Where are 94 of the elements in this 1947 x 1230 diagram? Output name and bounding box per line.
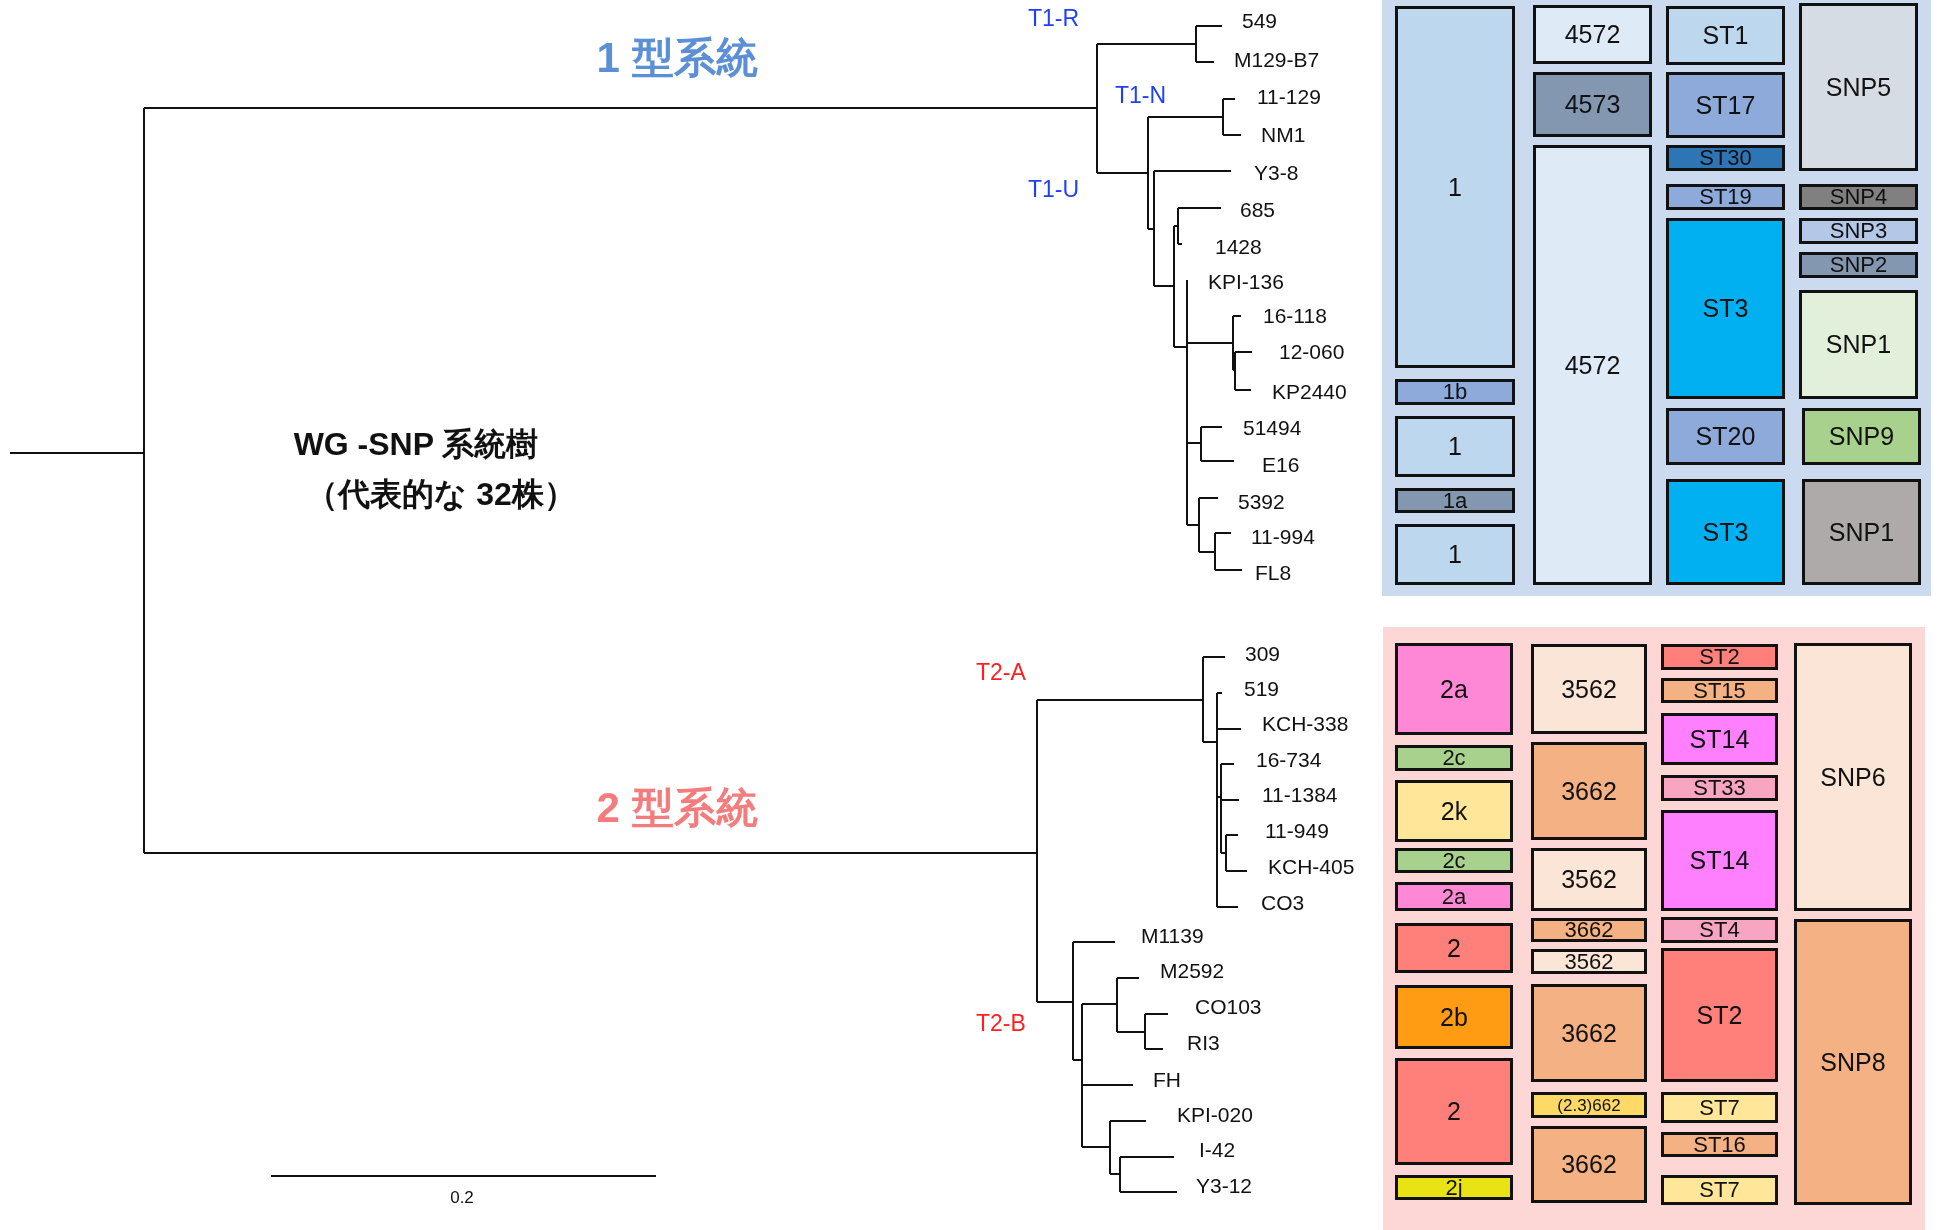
strain-label: RI3: [1187, 1031, 1220, 1055]
strain-label: KPI-020: [1177, 1103, 1253, 1127]
strain-label: M129-B7: [1234, 48, 1320, 72]
lineage-title: 1 型系統: [596, 34, 758, 82]
strain-label: M1139: [1141, 924, 1204, 948]
type-cell: ST15: [1661, 678, 1778, 703]
type-cell: 4572: [1533, 145, 1652, 585]
lineage-title: 2 型系統: [596, 784, 758, 832]
type-cell: 1: [1395, 524, 1515, 585]
clade-label: T2-B: [976, 1011, 1026, 1037]
strain-label: 549: [1242, 9, 1278, 33]
type-cell: ST33: [1661, 775, 1778, 801]
type-cell: 4573: [1533, 72, 1652, 137]
type-cell: ST30: [1666, 145, 1785, 171]
type-cell: SNP3: [1799, 218, 1918, 244]
type-cell: ST2: [1661, 948, 1778, 1082]
type-cell: 1a: [1395, 488, 1515, 513]
strain-label: 16-734: [1256, 748, 1322, 772]
strain-label: I-42: [1199, 1138, 1236, 1162]
strain-label: FL8: [1255, 561, 1292, 585]
type-cell: 3662: [1531, 984, 1647, 1082]
type-cell: ST7: [1661, 1092, 1778, 1123]
strain-label: KCH-338: [1262, 712, 1349, 736]
scale-label: 0.2: [450, 1188, 474, 1208]
type-cell: 3562: [1531, 949, 1647, 974]
strain-label: 309: [1245, 642, 1281, 666]
strain-label: 12-060: [1279, 340, 1345, 364]
strain-label: 11-994: [1251, 525, 1315, 549]
type-cell: ST4: [1661, 917, 1778, 943]
strain-label: 16-118: [1263, 304, 1327, 328]
type-cell: SNP1: [1802, 479, 1921, 585]
strain-label: 519: [1244, 677, 1280, 701]
type-cell: SNP1: [1799, 290, 1918, 399]
panel-background: [1382, 0, 1931, 596]
type-cell: (2.3)662: [1531, 1092, 1647, 1118]
strain-label: 1428: [1215, 235, 1262, 259]
type-cell: ST16: [1661, 1132, 1778, 1157]
type-cell: ST17: [1666, 72, 1785, 138]
type-cell: ST7: [1661, 1175, 1778, 1205]
type-cell: ST3: [1666, 479, 1785, 585]
strain-label: FH: [1153, 1068, 1181, 1092]
tree-title: WG -SNP 系統樹: [293, 427, 539, 463]
type-cell: 3662: [1531, 918, 1647, 942]
type-cell: SNP8: [1794, 919, 1912, 1205]
type-cell: 2: [1395, 1058, 1513, 1165]
clade-label: T1-N: [1115, 83, 1167, 109]
clade-label: T1-U: [1028, 177, 1080, 203]
strain-label: 11-949: [1265, 819, 1329, 843]
type-cell: 2c: [1395, 745, 1513, 771]
type-cell: 2c: [1395, 848, 1513, 873]
type-cell: ST14: [1661, 713, 1778, 765]
strain-label: E16: [1262, 453, 1300, 477]
type-cell: 2: [1395, 923, 1513, 973]
strain-label: M2592: [1160, 959, 1225, 983]
type-cell: 1: [1395, 6, 1515, 368]
type-cell: 3662: [1531, 742, 1647, 840]
strain-label: 51494: [1243, 416, 1302, 440]
panel-background: [1383, 627, 1925, 1230]
type-cell: SNP4: [1799, 184, 1918, 210]
type-cell: 3662: [1531, 1126, 1647, 1203]
strain-label: CO3: [1261, 891, 1305, 915]
strain-label: Y3-8: [1254, 161, 1299, 185]
strain-label: 11-1384: [1262, 783, 1338, 807]
type-cell: 3562: [1531, 848, 1647, 911]
clade-label: T1-R: [1028, 6, 1080, 32]
type-cell: 2a: [1395, 882, 1513, 911]
type-cell: ST14: [1661, 810, 1778, 911]
tree-title: （代表的な 32株）: [306, 477, 576, 513]
type-cell: ST19: [1666, 184, 1785, 210]
type-cell: 3562: [1531, 644, 1647, 734]
type-cell: ST1: [1666, 6, 1785, 65]
type-cell: SNP9: [1802, 408, 1921, 465]
strain-label: Y3-12: [1196, 1174, 1253, 1198]
strain-label: NM1: [1261, 123, 1306, 147]
type-cell: 2k: [1395, 780, 1513, 842]
type-cell: ST3: [1666, 218, 1785, 399]
type-cell: 1b: [1395, 379, 1515, 405]
type-cell: 2a: [1395, 643, 1513, 735]
strain-label: 11-129: [1257, 85, 1321, 109]
strain-label: 5392: [1238, 490, 1285, 514]
strain-label: 685: [1240, 198, 1276, 222]
type-cell: 4572: [1533, 5, 1652, 64]
type-cell: ST20: [1666, 408, 1785, 465]
type-cell: SNP2: [1799, 252, 1918, 278]
type-cell: ST2: [1661, 644, 1778, 670]
type-cell: 2b: [1395, 985, 1513, 1049]
strain-label: KP2440: [1272, 380, 1347, 404]
type-cell: SNP5: [1799, 3, 1918, 171]
type-cell: SNP6: [1794, 643, 1912, 911]
strain-label: CO103: [1195, 995, 1262, 1019]
strain-label: KCH-405: [1268, 855, 1355, 879]
clade-label: T2-A: [976, 660, 1026, 686]
type-cell: 1: [1395, 416, 1515, 477]
strain-label: KPI-136: [1208, 270, 1284, 294]
